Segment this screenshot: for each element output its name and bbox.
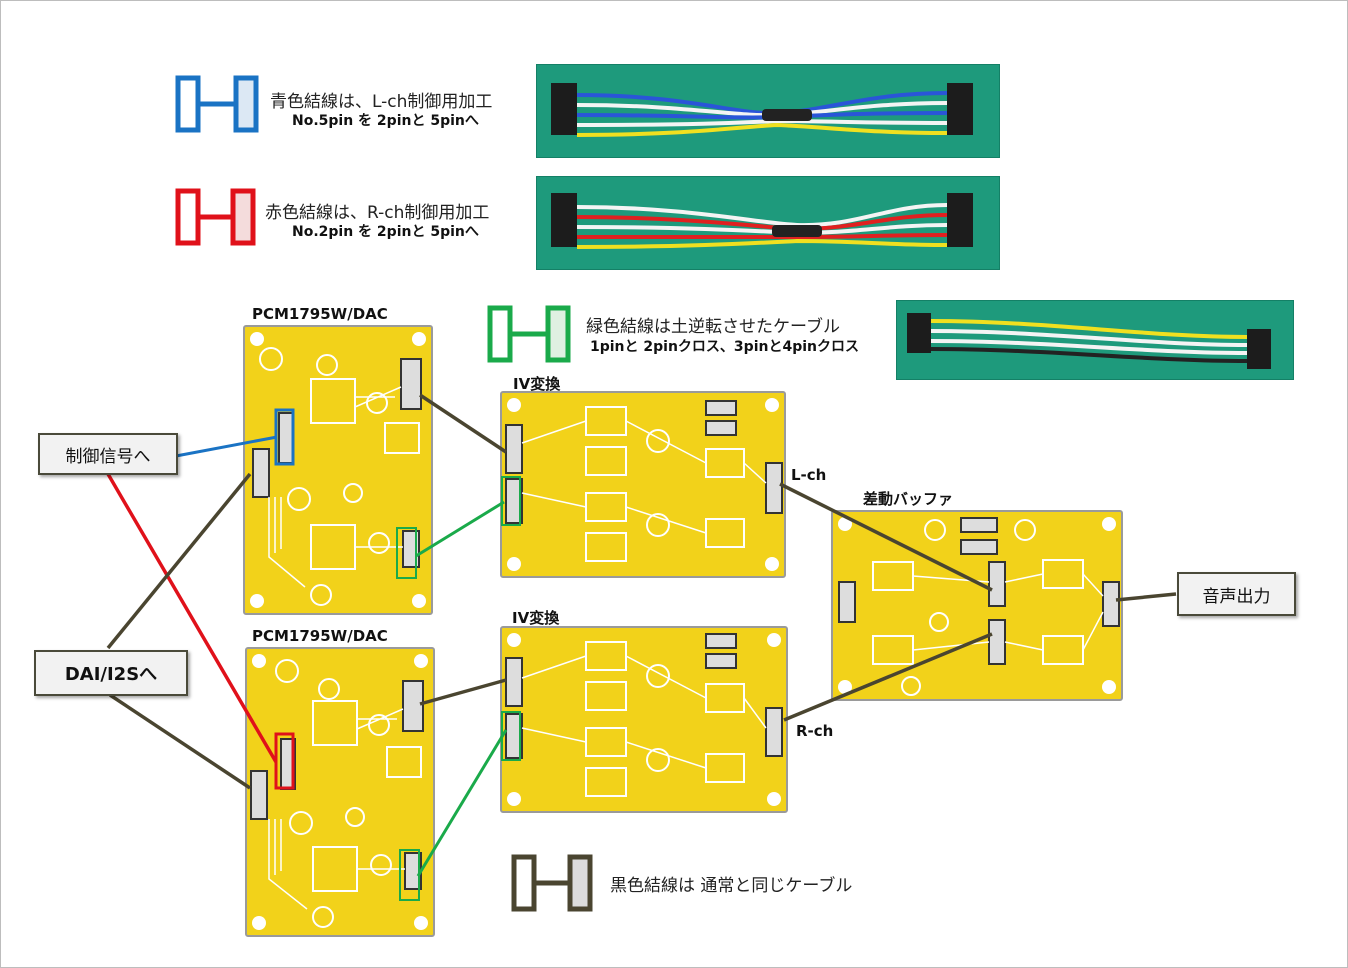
dai-wire-top bbox=[106, 472, 252, 650]
control-signal-callout: 制御信号へ bbox=[38, 433, 178, 475]
green-cable-icon bbox=[487, 305, 571, 363]
lch-wire bbox=[779, 482, 993, 592]
iv-top-traces bbox=[505, 398, 783, 571]
iv-top-title: IV変換 bbox=[513, 375, 561, 393]
blue-cable-icon bbox=[175, 75, 259, 133]
diff-buffer-title: 差動バッファ bbox=[863, 490, 954, 508]
red-connector-highlight bbox=[274, 732, 295, 790]
black-cable-icon bbox=[511, 854, 593, 912]
diff-buffer-traces bbox=[838, 517, 1120, 696]
green-crossed-wire-bottom bbox=[416, 729, 508, 877]
dai-wire-bottom bbox=[109, 693, 251, 790]
red-control-wire bbox=[106, 473, 278, 763]
green-legend-sub: 1pinと 2pinクロス、3pinと4pinクロス bbox=[590, 339, 859, 355]
blue-connector-highlight bbox=[274, 408, 295, 466]
rch-label: R-ch bbox=[796, 722, 834, 740]
dac-bottom-to-iv-bottom-wire bbox=[419, 678, 507, 706]
green-connector-highlight-iv-top bbox=[501, 476, 521, 526]
iv-bottom-title: IV変換 bbox=[512, 609, 560, 627]
dac-top-to-iv-top-wire bbox=[419, 393, 507, 454]
dac-bottom-title: PCM1795W/DAC bbox=[252, 627, 388, 645]
audio-output-callout: 音声出力 bbox=[1177, 572, 1296, 616]
iv-bottom-board bbox=[500, 626, 788, 813]
red-legend-sub: No.2pin を 2pinと 5pinへ bbox=[292, 224, 479, 240]
dac-top-title: PCM1795W/DAC bbox=[252, 305, 388, 323]
blue-legend-sub: No.5pin を 2pinと 5pinへ bbox=[292, 113, 479, 129]
red-cable-photo bbox=[536, 176, 1000, 270]
rch-wire bbox=[783, 632, 993, 722]
green-connector-highlight-dac-bottom bbox=[399, 849, 420, 901]
blue-cable-photo bbox=[536, 64, 1000, 158]
green-legend-title: 緑色結線は土逆転させたケーブル bbox=[586, 317, 840, 337]
black-legend-title: 黒色結線は 通常と同じケーブル bbox=[610, 876, 853, 896]
green-connector-highlight-dac-top bbox=[396, 527, 417, 579]
iv-top-board bbox=[500, 391, 786, 578]
green-crossed-wire-top bbox=[415, 500, 505, 558]
green-cable-photo bbox=[896, 300, 1294, 380]
iv-bottom-traces bbox=[505, 633, 783, 806]
diff-buffer-board bbox=[831, 510, 1123, 701]
blue-control-wire bbox=[175, 435, 278, 458]
red-cable-icon bbox=[175, 188, 256, 246]
green-connector-highlight-iv-bottom bbox=[501, 711, 521, 761]
lch-label: L-ch bbox=[791, 466, 827, 484]
red-legend-title: 赤色結線は、R-ch制御用加工 bbox=[265, 203, 490, 223]
audio-out-wire bbox=[1115, 592, 1177, 602]
blue-legend-title: 青色結線は、L-ch制御用加工 bbox=[270, 92, 493, 112]
dac-bottom-board bbox=[245, 647, 435, 937]
dai-i2s-callout: DAI/I2Sへ bbox=[34, 650, 188, 696]
